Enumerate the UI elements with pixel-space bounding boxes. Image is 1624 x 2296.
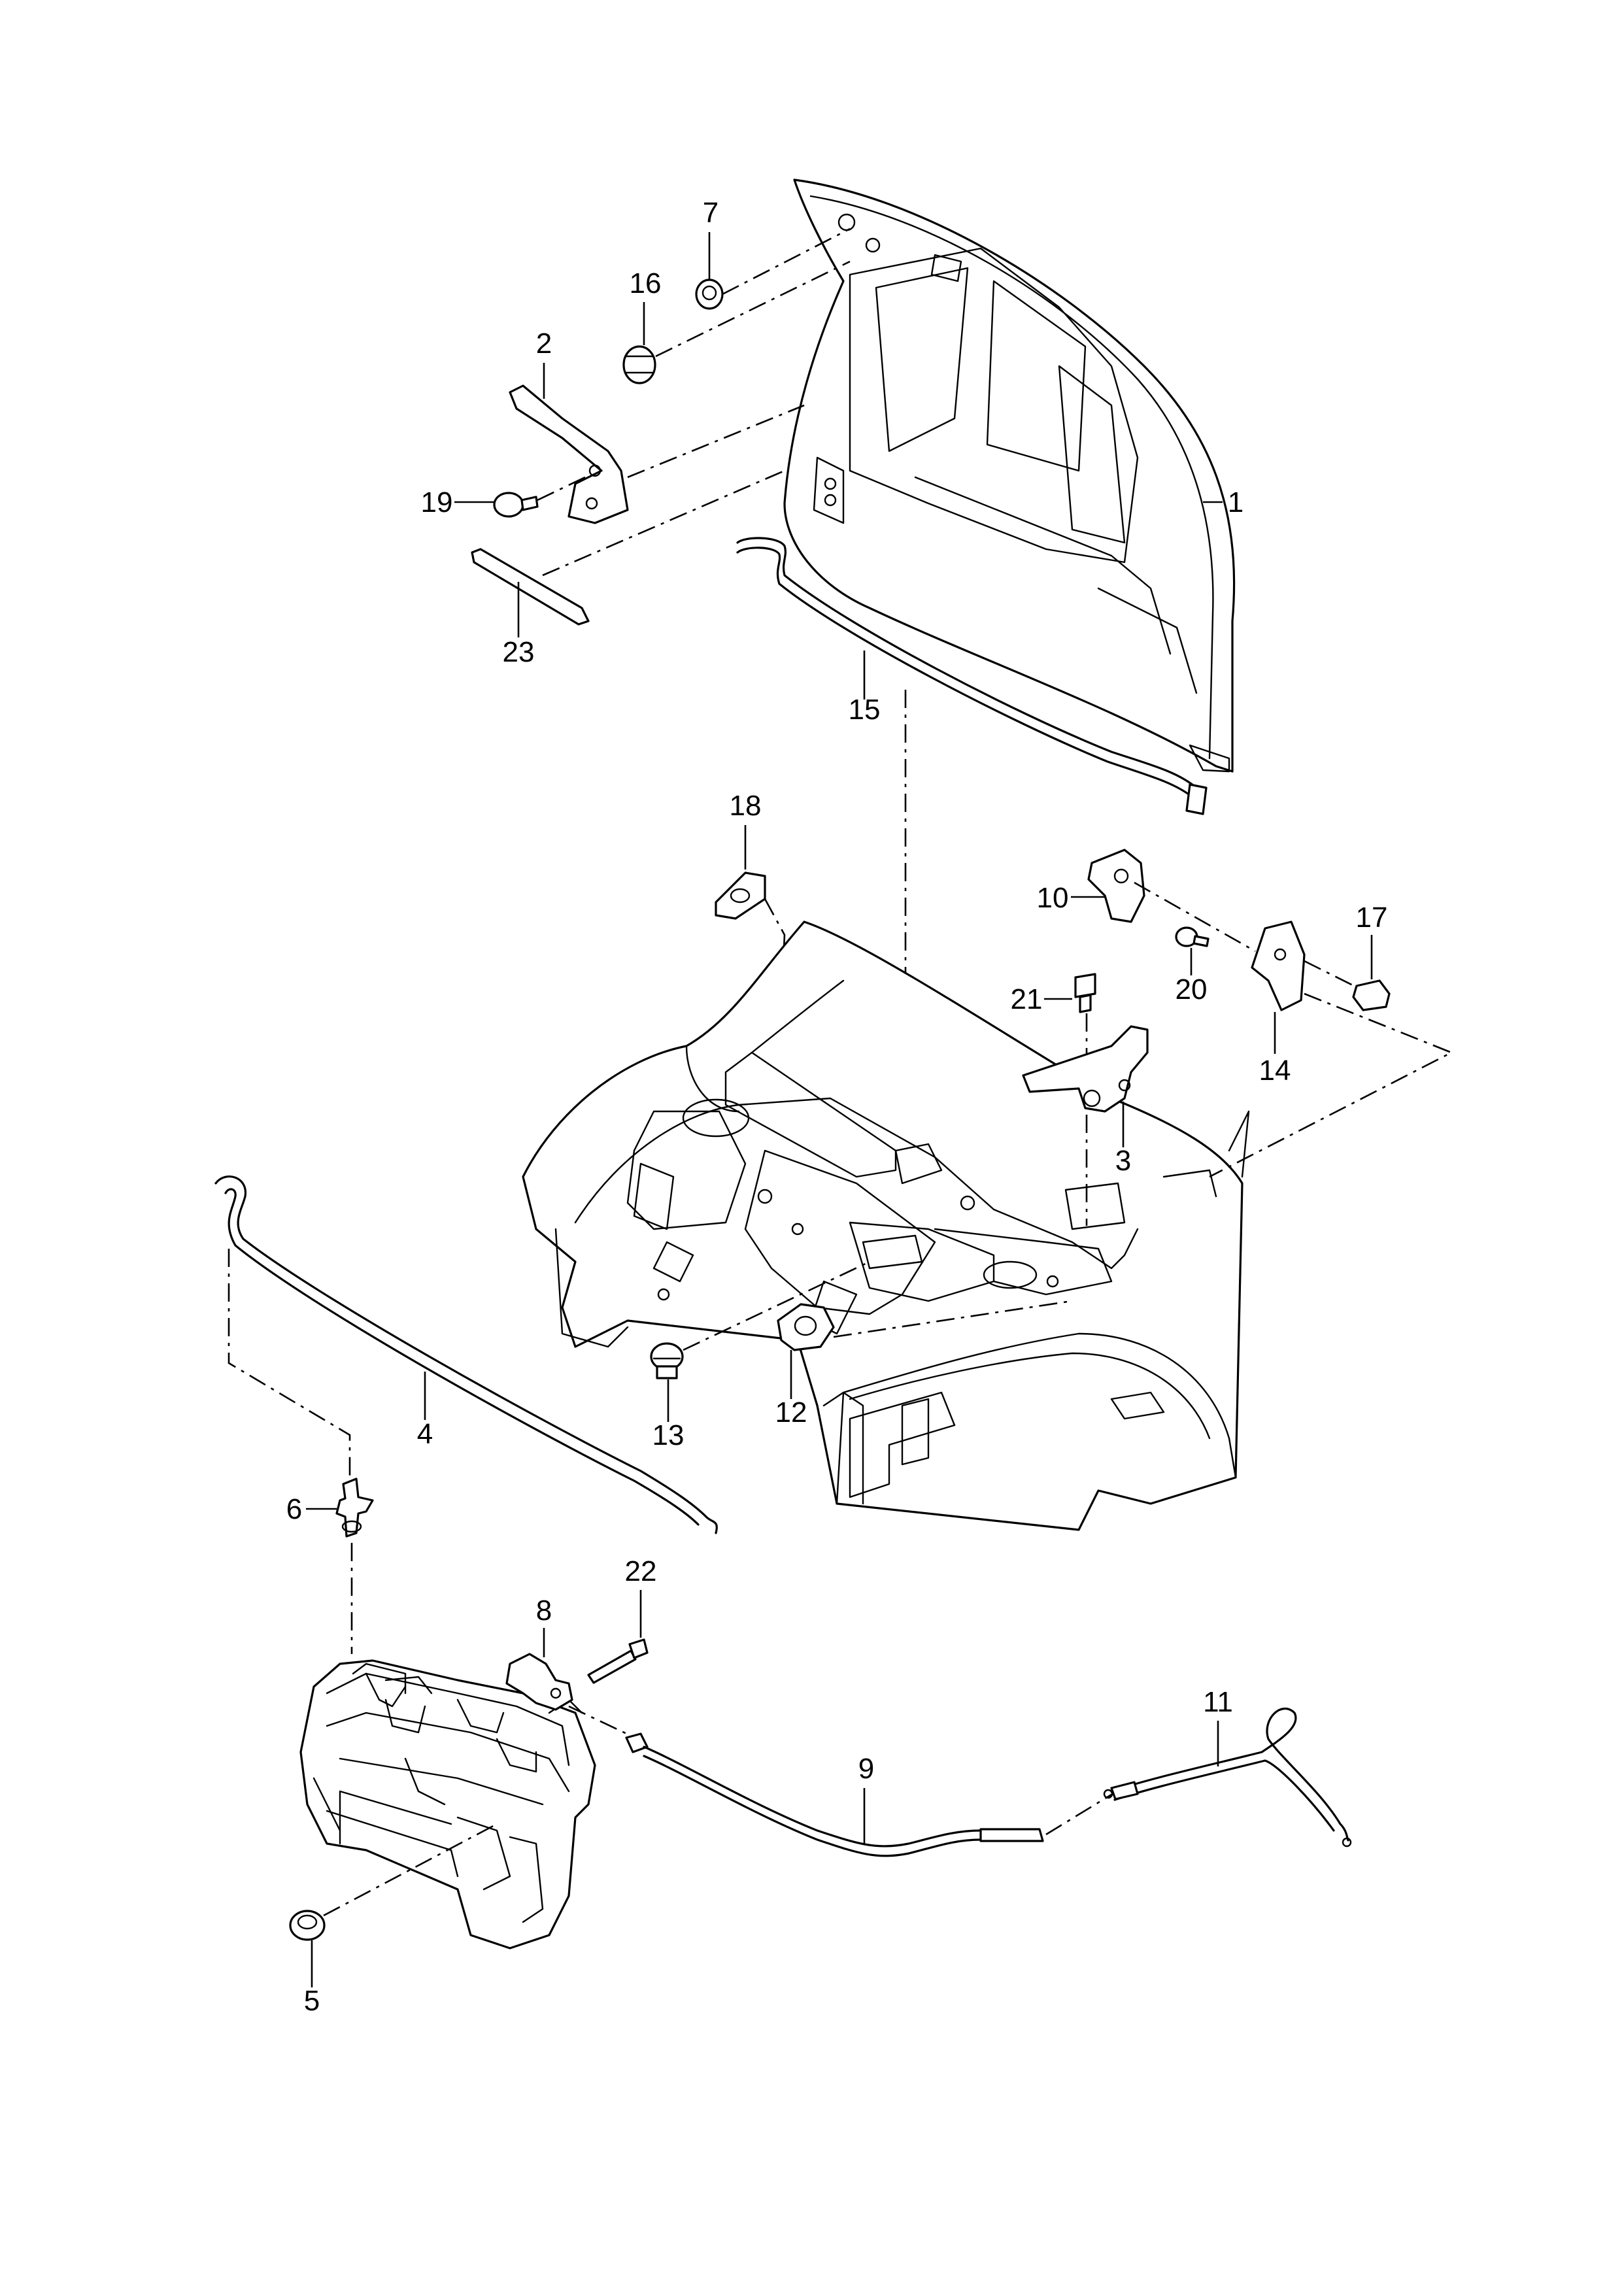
- callout-13: 13: [652, 1419, 685, 1451]
- callout-9: 9: [858, 1753, 874, 1785]
- dashed-7-hood: [722, 228, 851, 295]
- callout-20: 20: [1176, 973, 1208, 1005]
- part-1-hood: [783, 178, 1236, 773]
- callout-21: 21: [1011, 983, 1043, 1015]
- part-13-fastener: [650, 1342, 684, 1379]
- dashed-16-hood: [655, 260, 851, 358]
- callout-7: 7: [703, 197, 719, 229]
- part-5-grommet: [289, 1910, 326, 1941]
- part-8-bracket: [505, 1653, 573, 1711]
- part-20-screw: [1175, 926, 1210, 947]
- callout-18: 18: [730, 790, 762, 822]
- callout-14: 14: [1259, 1055, 1291, 1087]
- part-14-lock: [1251, 920, 1306, 1011]
- part-4-rod: [214, 1175, 718, 1534]
- callout-23: 23: [503, 636, 535, 668]
- callout-22: 22: [625, 1555, 657, 1587]
- callout-19: 19: [421, 486, 453, 518]
- callout-5: 5: [304, 1985, 320, 2017]
- callout-8: 8: [536, 1595, 552, 1627]
- callout-17: 17: [1356, 902, 1388, 934]
- callout-3: 3: [1115, 1145, 1131, 1177]
- part-2-hinge: [509, 384, 629, 524]
- front-frame-assembly: [299, 1659, 596, 1950]
- callout-2: 2: [536, 328, 552, 360]
- callout-4: 4: [417, 1418, 433, 1450]
- callout-6: 6: [286, 1493, 302, 1525]
- dashed-8-9: [568, 1705, 632, 1737]
- dashed-23-hood: [542, 469, 785, 577]
- part-19-bolt: [493, 492, 539, 518]
- callout-11: 11: [1203, 1686, 1233, 1718]
- dashed-4-6: [228, 1249, 351, 1497]
- part-9-cable: [625, 1732, 1044, 1857]
- dashed-18-body: [764, 898, 786, 1079]
- dashed-14-body: [1209, 992, 1454, 1178]
- part-21-bolt: [1074, 973, 1096, 1013]
- dashed-9-11: [1045, 1793, 1112, 1836]
- part-6-holder: [335, 1477, 374, 1538]
- part-15-rod: [736, 537, 1208, 815]
- callout-1: 1: [1228, 486, 1243, 518]
- part-23-seal: [471, 548, 590, 626]
- callout-12: 12: [775, 1396, 807, 1428]
- part-3-carrier: [1022, 1025, 1149, 1113]
- dashed-19-hinge: [537, 476, 586, 501]
- dashed-12-body: [833, 1300, 1073, 1338]
- part-16-buffer: [622, 345, 656, 384]
- callout-10: 10: [1037, 882, 1069, 914]
- part-17-cap: [1352, 979, 1391, 1011]
- part-12-buffer: [777, 1303, 835, 1351]
- part-7-nut: [695, 279, 724, 310]
- callout-16: 16: [630, 267, 662, 299]
- part-22-bolt: [587, 1638, 649, 1684]
- part-18-grommet: [715, 871, 766, 920]
- dashed-14-17: [1304, 960, 1357, 988]
- dashed-10-lock: [1134, 881, 1256, 953]
- dashed-2-hood: [627, 404, 805, 479]
- vehicle-front-body: [522, 920, 1250, 1531]
- part-10-catch: [1087, 849, 1145, 923]
- part-11-cable: [1103, 1708, 1352, 1848]
